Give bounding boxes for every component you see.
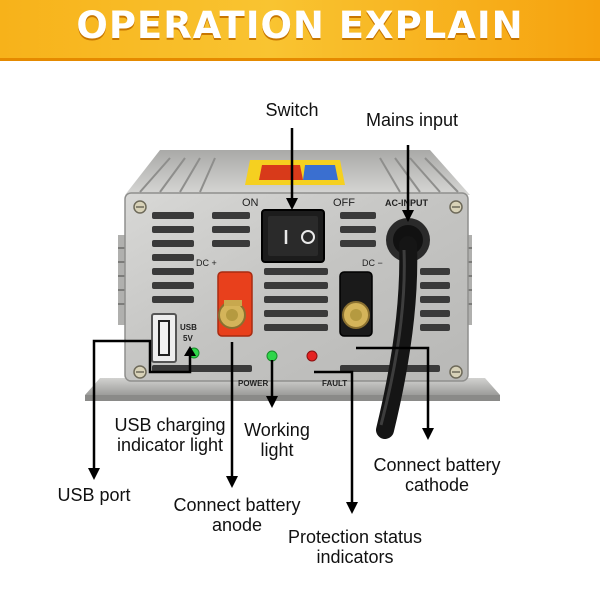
positive-terminal[interactable] bbox=[217, 271, 253, 337]
header-banner bbox=[0, 0, 600, 60]
ac-cable bbox=[376, 218, 430, 439]
casing-top bbox=[125, 150, 470, 195]
switch-on-mark: ON bbox=[242, 197, 259, 209]
callout-lines bbox=[92, 128, 430, 504]
usb-port[interactable] bbox=[151, 313, 177, 363]
page-title: OPERATION EXPLAIN bbox=[76, 4, 524, 47]
protection-label-line2: indicators bbox=[316, 547, 394, 567]
cathode-label-line1: Connect battery bbox=[373, 455, 501, 475]
working-light-label-line1: Working bbox=[244, 420, 310, 440]
usb-port-label: USB port bbox=[57, 485, 131, 505]
usb-voltage-mark: 5V bbox=[183, 334, 193, 343]
cathode-label: Connect battery cathode bbox=[362, 455, 512, 495]
cathode-label-line2: cathode bbox=[404, 475, 470, 495]
fault-mark: FAULT bbox=[322, 379, 347, 388]
anode-label-line2: anode bbox=[211, 515, 263, 535]
power-mark: POWER bbox=[238, 379, 268, 388]
banner-underline bbox=[0, 58, 600, 61]
protection-label-line1: Protection status bbox=[287, 527, 423, 547]
switch-label: Switch bbox=[265, 100, 319, 120]
usb-mark: USB bbox=[180, 323, 197, 332]
protection-label: Protection status indicators bbox=[280, 527, 430, 567]
switch-off-mark: OFF bbox=[333, 197, 355, 209]
panel-screws bbox=[133, 200, 463, 379]
fault-led bbox=[306, 350, 318, 362]
ac-input-mark: AC-INPUT bbox=[385, 198, 428, 208]
power-switch[interactable] bbox=[261, 209, 325, 263]
negative-terminal[interactable] bbox=[339, 271, 373, 337]
usb-indicator-label-line1: USB charging bbox=[114, 415, 226, 435]
dc-plus-mark: DC + bbox=[196, 258, 217, 268]
callout-arrowheads bbox=[88, 198, 434, 514]
working-light-label-line2: light bbox=[260, 440, 294, 460]
working-led bbox=[266, 350, 278, 362]
anode-label-line1: Connect battery bbox=[173, 495, 301, 515]
usb-indicator-label-line2: indicator light bbox=[116, 435, 224, 455]
usb-indicator-label: USB charging indicator light bbox=[100, 415, 240, 455]
casing-base-edge bbox=[85, 395, 500, 401]
anode-label: Connect battery anode bbox=[162, 495, 312, 535]
working-light-label: Working light bbox=[235, 420, 319, 460]
dc-minus-mark: DC − bbox=[362, 258, 383, 268]
mains-input-label: Mains input bbox=[365, 110, 459, 130]
